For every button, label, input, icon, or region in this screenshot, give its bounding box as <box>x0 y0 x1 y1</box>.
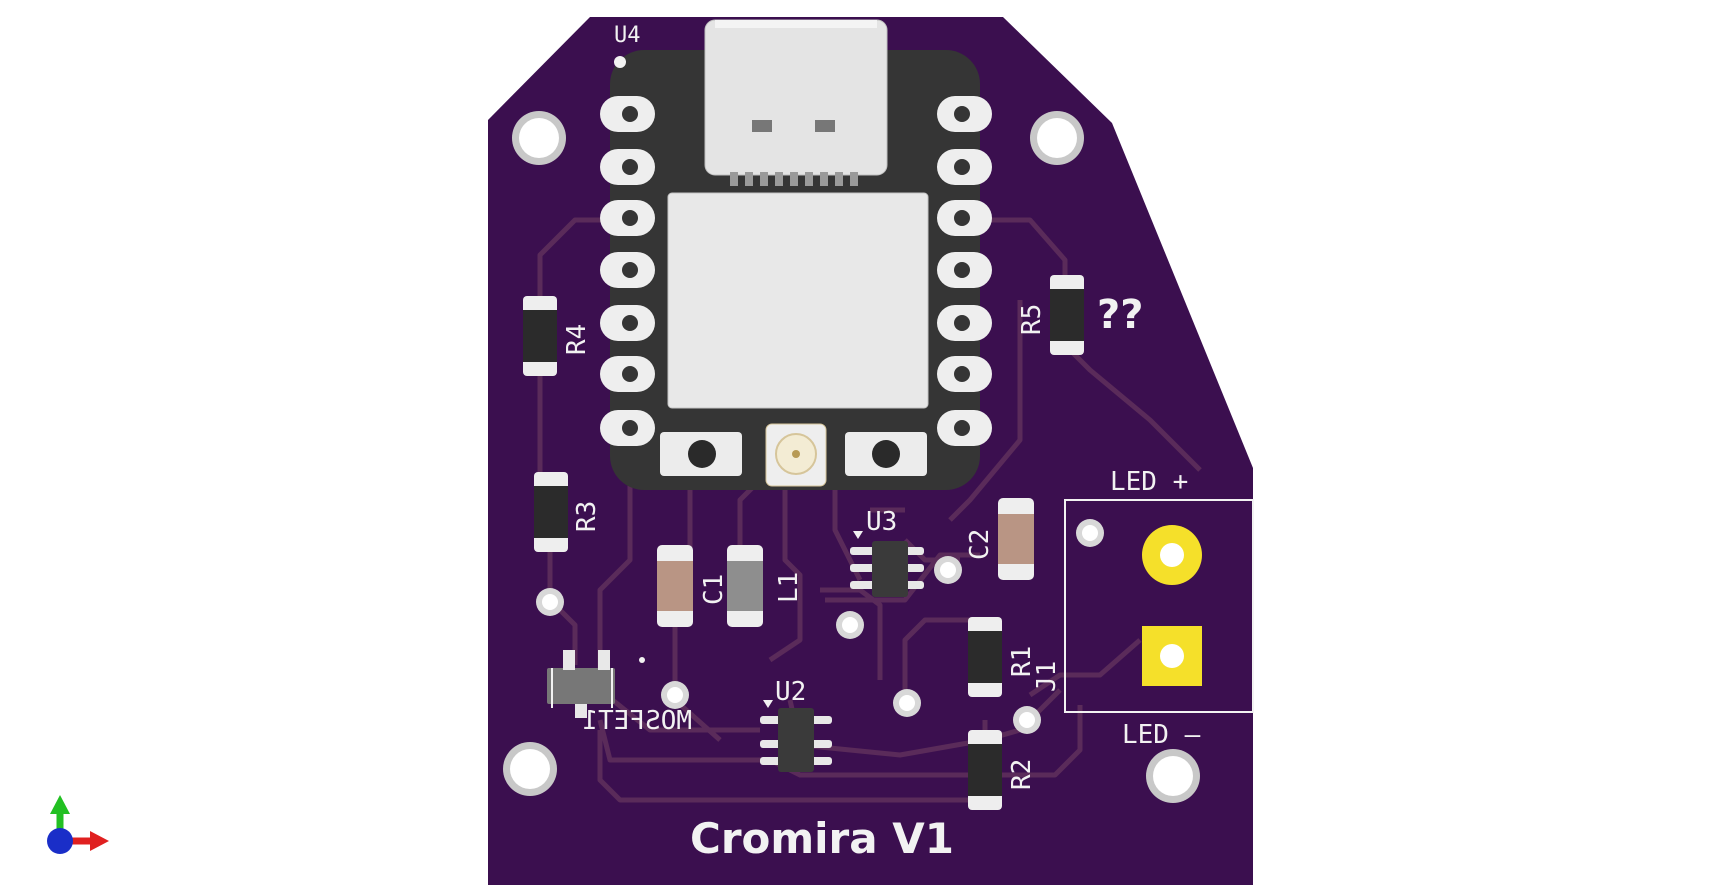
label-mosfet1: MOSFET1 <box>582 706 692 736</box>
label-r1: R1 <box>1007 646 1037 677</box>
capacitor-c1[interactable] <box>657 545 693 627</box>
capacitor-c2[interactable] <box>998 498 1034 580</box>
label-u3: U3 <box>866 507 897 537</box>
label-question: ?? <box>1097 292 1143 338</box>
label-u4: U4 <box>614 23 641 48</box>
ic-u3[interactable] <box>850 531 924 597</box>
module-pads-left <box>600 96 655 446</box>
mounting-holes <box>503 111 1200 803</box>
label-led-minus: LED – <box>1122 720 1201 750</box>
inductor-l1[interactable] <box>727 545 763 627</box>
module-pads-right <box>937 96 992 446</box>
label-l1: L1 <box>774 572 804 603</box>
vias <box>536 556 1041 734</box>
xyz-axis-icon <box>47 795 109 854</box>
module-buttons <box>660 423 927 487</box>
ic-u2[interactable] <box>760 700 832 772</box>
resistor-r5[interactable] <box>1050 275 1084 355</box>
label-u2: U2 <box>775 677 806 707</box>
label-j1: J1 <box>1032 661 1062 692</box>
label-r2: R2 <box>1007 759 1037 790</box>
resistor-r2[interactable] <box>968 730 1002 810</box>
board-title: Cromira V1 <box>690 814 954 863</box>
resistor-r3[interactable] <box>534 472 568 552</box>
label-led-plus: LED + <box>1110 467 1188 497</box>
module-shield <box>667 192 929 409</box>
label-r3: R3 <box>572 501 602 532</box>
connector-j1[interactable] <box>1064 499 1254 713</box>
usb-c-connector <box>704 19 888 186</box>
silkscreen: U4 R4 R3 R5 ?? U3 C2 C1 L1 U2 R1 J1 R2 M… <box>562 23 1201 863</box>
mosfet-1[interactable] <box>547 650 645 718</box>
resistor-r4[interactable] <box>523 296 557 376</box>
label-c2: C2 <box>965 529 995 560</box>
label-c1: C1 <box>699 574 729 605</box>
resistor-r1[interactable] <box>968 617 1002 697</box>
module-u4[interactable] <box>600 19 992 490</box>
label-r5: R5 <box>1017 304 1047 335</box>
label-r4: R4 <box>562 324 592 355</box>
